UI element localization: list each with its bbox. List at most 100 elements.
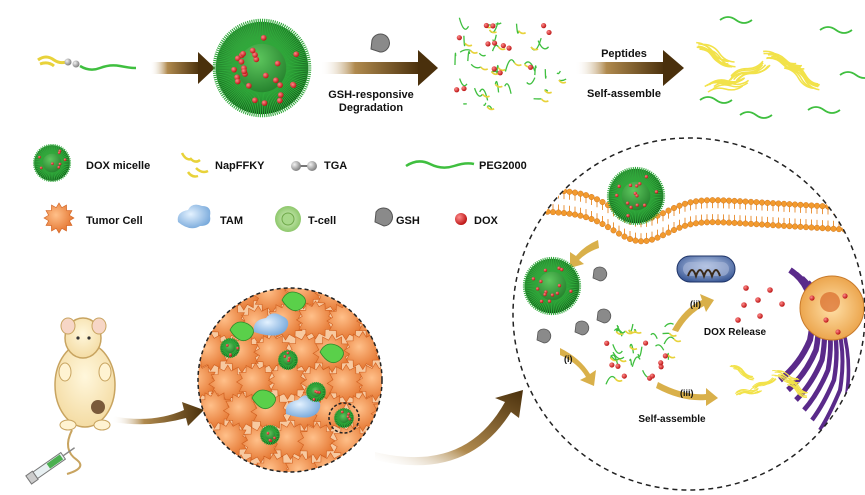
peg-strand bbox=[739, 111, 773, 119]
lipid-head bbox=[555, 209, 562, 216]
lipid-head bbox=[841, 204, 848, 211]
peg-strand bbox=[612, 344, 623, 354]
dox-dot bbox=[234, 55, 241, 62]
peg-chain bbox=[542, 299, 548, 314]
peg-chain bbox=[563, 268, 577, 279]
peg-chain bbox=[527, 293, 541, 303]
lipid-head bbox=[786, 201, 793, 208]
peptide-strand bbox=[540, 98, 549, 103]
lipid-head bbox=[583, 214, 590, 221]
legend-tga-icon bbox=[291, 161, 317, 171]
dox-dot bbox=[550, 293, 555, 297]
peg-chain bbox=[566, 287, 581, 291]
peg-chain bbox=[334, 414, 340, 417]
dox-dot bbox=[617, 184, 621, 189]
lipid-head bbox=[572, 211, 579, 218]
peg-chain bbox=[606, 194, 622, 197]
peg-chain bbox=[266, 91, 272, 117]
nanofiber-strand bbox=[787, 384, 806, 399]
peg-chain bbox=[233, 341, 239, 346]
peg-chain bbox=[291, 353, 297, 358]
peg-chain bbox=[281, 40, 304, 56]
peg-chain bbox=[522, 285, 538, 288]
lipid-head bbox=[599, 199, 606, 206]
nanofiber-strand bbox=[698, 43, 729, 63]
peg-chain bbox=[58, 169, 66, 178]
dox-dot bbox=[293, 51, 300, 58]
peg-chain bbox=[244, 90, 255, 115]
peg-strand bbox=[524, 61, 536, 72]
peg-chain bbox=[248, 20, 257, 45]
lipid-head bbox=[583, 192, 590, 199]
peg-strand bbox=[534, 65, 537, 76]
peg-chain bbox=[618, 172, 629, 185]
peptide-strand bbox=[486, 106, 495, 111]
dox-dot bbox=[658, 360, 664, 366]
peg-chain bbox=[558, 298, 567, 312]
peg-chain bbox=[285, 73, 310, 82]
lipid-head bbox=[539, 186, 546, 193]
nanofiber-strand bbox=[701, 48, 733, 68]
peg-chain bbox=[50, 143, 53, 154]
lipid-head bbox=[726, 197, 733, 204]
lipid-head bbox=[550, 187, 557, 194]
dox-dot bbox=[642, 340, 649, 346]
peg-chain bbox=[555, 299, 561, 315]
peptide-strand bbox=[497, 46, 506, 51]
lipid-head bbox=[775, 200, 782, 207]
peg-chain bbox=[60, 165, 71, 171]
peg-chain bbox=[61, 163, 71, 166]
peg-chain bbox=[274, 432, 280, 435]
nanofiber-strand bbox=[708, 78, 745, 86]
peg-chain bbox=[238, 89, 252, 112]
dox-dot bbox=[527, 64, 534, 70]
legend-t-cell-icon bbox=[275, 206, 301, 232]
peg-chain bbox=[43, 145, 49, 155]
peg-chain bbox=[59, 152, 69, 159]
lipid-head bbox=[803, 202, 810, 209]
peg-chain bbox=[565, 289, 580, 296]
peg-chain bbox=[219, 347, 226, 350]
lipid-head bbox=[720, 197, 727, 204]
lipid-head bbox=[764, 221, 771, 228]
lipid-head bbox=[726, 219, 733, 226]
peg-chain bbox=[266, 19, 272, 45]
peg-chain bbox=[536, 297, 546, 312]
peg-chain bbox=[529, 295, 542, 306]
peg-chain bbox=[527, 269, 541, 279]
peg-chain bbox=[273, 428, 279, 433]
peg-chain bbox=[277, 359, 284, 362]
peg-chain bbox=[226, 32, 246, 52]
peg-chain bbox=[320, 389, 326, 392]
peg-chain bbox=[564, 292, 578, 302]
dox-dot bbox=[283, 355, 287, 358]
peg-chain bbox=[546, 257, 551, 273]
peg-chain bbox=[219, 346, 226, 349]
peg-chain bbox=[274, 430, 280, 434]
peg-chain bbox=[320, 387, 326, 391]
peg-chain bbox=[532, 296, 544, 309]
peg-chain bbox=[553, 300, 557, 315]
legend-label-dox-micelle: DOX micelle bbox=[86, 160, 150, 172]
lipid-head bbox=[528, 207, 535, 214]
peg-strand bbox=[459, 78, 468, 87]
peptide-nanofibers bbox=[696, 16, 865, 119]
peg-chain bbox=[616, 206, 628, 219]
dox-dot bbox=[642, 203, 647, 207]
peg-chain bbox=[649, 198, 665, 204]
lipid-head bbox=[599, 221, 606, 228]
peg-chain bbox=[648, 202, 662, 212]
peg-chain bbox=[319, 385, 325, 390]
peg-chain bbox=[639, 167, 645, 183]
nanofiber-strand bbox=[788, 384, 808, 398]
peg-chain bbox=[347, 420, 353, 425]
peg-chain bbox=[231, 28, 248, 50]
peg-chain bbox=[265, 439, 269, 445]
peg-chain bbox=[333, 417, 340, 420]
peg-chain bbox=[337, 409, 342, 415]
peg-chain bbox=[60, 166, 70, 173]
lipid-head bbox=[830, 225, 837, 232]
peg-chain bbox=[289, 350, 294, 356]
peg-strand bbox=[605, 375, 616, 385]
peg-chain bbox=[234, 345, 240, 348]
